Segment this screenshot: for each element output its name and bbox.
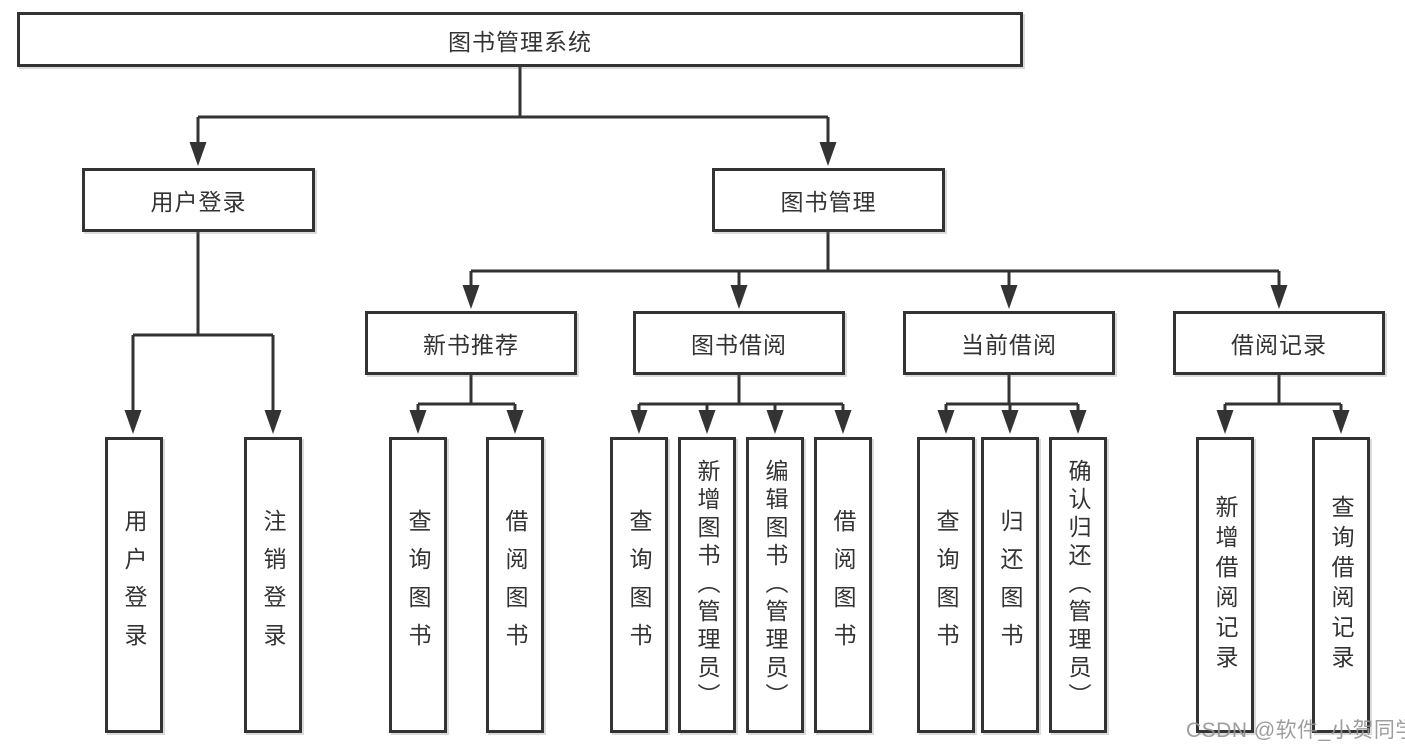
node-current-borrow: 当前借阅 [903, 311, 1115, 375]
leaf-label: 注销登录 [260, 509, 286, 661]
leaf-add-books-admin: 新增图书（管理员） [678, 437, 736, 733]
leaf-label: 借阅图书 [830, 509, 856, 661]
node-label: 新书推荐 [423, 332, 519, 358]
leaf-label: 借阅图书 [502, 509, 528, 661]
leaf-query-books-recommend: 查询图书 [389, 437, 447, 733]
node-new-book-recommend: 新书推荐 [365, 311, 577, 375]
leaf-label: 编辑图书（管理员） [762, 459, 788, 711]
leaf-add-borrow-record: 新增借阅记录 [1196, 437, 1254, 733]
node-label: 图书管理 [780, 189, 877, 215]
leaf-label: 查询图书 [626, 509, 652, 661]
node-borrow-records: 借阅记录 [1173, 311, 1385, 375]
leaf-edit-books-admin: 编辑图书（管理员） [746, 437, 804, 733]
leaf-label: 用户登录 [121, 509, 147, 661]
leaf-label: 新增借阅记录 [1212, 495, 1238, 675]
node-user-login: 用户登录 [82, 168, 315, 232]
leaf-label: 确认归还（管理员） [1065, 459, 1091, 711]
leaf-return-books: 归还图书 [981, 437, 1039, 733]
node-book-borrow: 图书借阅 [633, 311, 845, 375]
leaf-query-books-borrow: 查询图书 [610, 437, 668, 733]
leaf-label: 查询图书 [405, 509, 431, 661]
leaf-confirm-return-admin: 确认归还（管理员） [1049, 437, 1107, 733]
node-root-system: 图书管理系统 [17, 12, 1023, 67]
node-label: 当前借阅 [961, 332, 1057, 358]
node-label: 用户登录 [150, 189, 247, 215]
leaf-label: 查询借阅记录 [1328, 495, 1354, 675]
leaf-label: 查询图书 [933, 509, 959, 661]
leaf-borrow-books: 借阅图书 [814, 437, 872, 733]
node-label: 借阅记录 [1231, 332, 1327, 358]
leaf-borrow-books-recommend: 借阅图书 [486, 437, 544, 733]
leaf-label: 归还图书 [997, 509, 1023, 661]
node-root-label: 图书管理系统 [448, 28, 592, 55]
csdn-watermark: CSDN @软件_小贺同学 [1186, 719, 1405, 742]
node-book-management: 图书管理 [712, 168, 945, 232]
leaf-label: 新增图书（管理员） [694, 459, 720, 711]
leaf-query-borrow-record: 查询借阅记录 [1312, 437, 1370, 733]
leaf-logout-login: 注销登录 [244, 437, 302, 733]
leaf-query-books-current: 查询图书 [917, 437, 975, 733]
leaf-user-login: 用户登录 [105, 437, 163, 733]
node-label: 图书借阅 [691, 332, 787, 358]
